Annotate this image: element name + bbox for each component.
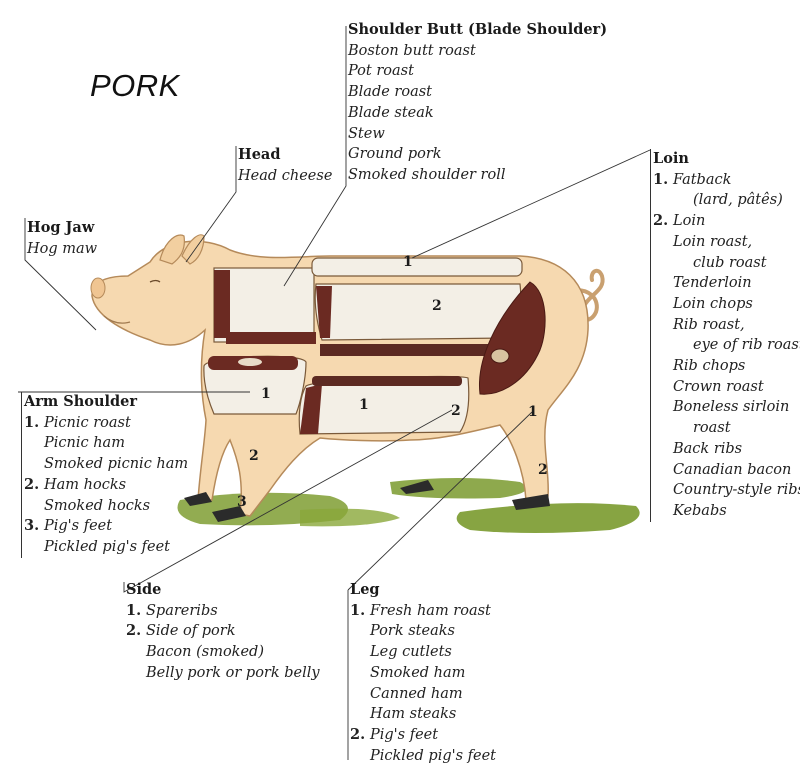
loin-item: Loin roast, [673,233,753,250]
leg-group-number: 1. [350,601,366,619]
side-group-number: 2. [126,622,142,640]
leg-item: Smoked ham [370,664,466,681]
head-item: Head cheese [238,167,333,184]
arm-shoulder-group-number: 2. [24,475,40,493]
leg-group-number: 2. [350,725,366,743]
cut-label-leg-ham: 1 [528,404,538,420]
shoulder-butt-block: Shoulder Butt (Blade Shoulder) Boston bu… [348,20,607,186]
leg-item: Pork steaks [370,623,455,640]
leg-item: Fresh ham roast [370,602,491,619]
loin-group-number: 1. [653,170,669,188]
leg-block: Leg 1.Fresh ham roast Pork steaks Leg cu… [350,580,496,766]
shoulder-butt-item: Pot roast [348,63,414,80]
loin-item: Tenderloin [673,275,752,292]
loin-group-name: Loin [673,213,706,230]
side-item: Side of pork [146,623,236,640]
side-group-number: 1. [126,601,142,619]
shoulder-butt-item: Smoked shoulder roll [348,166,506,183]
loin-item: Back ribs [673,440,743,457]
arm-shoulder-heading: Arm Shoulder [24,393,138,410]
loin-item: Canadian bacon [673,461,792,478]
arm-shoulder-item: Smoked picnic ham [44,456,189,473]
shoulder-butt-item: Blade roast [348,84,432,101]
loin-item: (lard, pâtês) [693,192,783,209]
cut-label-leg-feet: 2 [538,462,548,478]
cut-number-labels: 1 2 1 2 3 1 2 1 2 [237,254,548,510]
hog-jaw-block: Hog Jaw Hog maw [27,218,97,259]
shoulder-butt-item: Ground pork [348,146,442,163]
pig-body [90,234,605,522]
side-heading: Side [126,581,162,598]
leg-heading: Leg [350,581,380,598]
loin-item: Boneless sirloin [673,399,790,416]
leg-item: Pig's feet [370,726,439,743]
cut-label-arm-hock: 2 [249,448,259,464]
leader-lines [18,26,651,760]
leg-item: Leg cutlets [370,644,452,661]
cut-label-side-spareribs: 1 [359,397,369,413]
arm-shoulder-item: Ham hocks [44,476,127,493]
arm-shoulder-group-number: 3. [24,517,40,535]
page-title: PORK [90,68,180,103]
side-item: Spareribs [146,602,218,619]
loin-item: eye of rib roast [693,337,800,354]
arm-shoulder-item: Pickled pig's feet [44,538,171,555]
arm-shoulder-item: Pig's feet [44,518,113,535]
side-block: Side 1.Spareribs 2.Side of pork Bacon (s… [126,580,320,684]
cut-label-arm-picnic: 1 [261,386,271,402]
head-block: Head Head cheese [238,145,332,186]
cut-label-loin-fatback: 1 [403,254,413,270]
loin-item: Country-style ribs [673,482,800,499]
side-item: Bacon (smoked) [146,644,264,661]
hog-jaw-heading: Hog Jaw [27,219,95,236]
loin-group-number: 2. [653,212,669,230]
arm-shoulder-item: Picnic ham [44,435,125,452]
loin-item: roast [693,420,731,437]
head-heading: Head [238,146,281,163]
loin-item: Crown roast [673,378,764,395]
loin-item: Loin chops [673,295,753,312]
loin-item: club roast [693,254,767,271]
loin-item: Rib roast, [673,316,745,333]
arm-shoulder-item: Picnic roast [44,414,131,431]
cut-label-loin-main: 2 [432,298,442,314]
arm-shoulder-group-number: 1. [24,413,40,431]
hog-jaw-item: Hog maw [27,240,98,257]
loin-group-name: Fatback [673,171,732,188]
leg-item: Canned ham [370,685,463,702]
arm-shoulder-item: Smoked hocks [44,497,151,514]
shoulder-butt-item: Stew [348,125,385,142]
side-item: Belly pork or pork belly [146,664,320,681]
loin-block: Loin 1.Fatback (lard, pâtês) 2.Loin Loin… [650,149,800,522]
arm-shoulder-block: Arm Shoulder 1.Picnic roast Picnic ham S… [21,392,188,558]
loin-item: Kebabs [673,502,727,519]
loin-heading: Loin [653,150,689,167]
loin-item: Rib chops [673,358,746,375]
leg-item: Ham steaks [370,706,457,723]
shoulder-butt-item: Boston butt roast [348,42,476,59]
cut-label-arm-feet: 3 [237,494,247,510]
shoulder-butt-item: Blade steak [348,104,434,121]
leg-item: Pickled pig's feet [370,747,497,764]
cut-label-side-pork: 2 [451,403,461,419]
shoulder-butt-heading: Shoulder Butt (Blade Shoulder) [348,21,608,38]
